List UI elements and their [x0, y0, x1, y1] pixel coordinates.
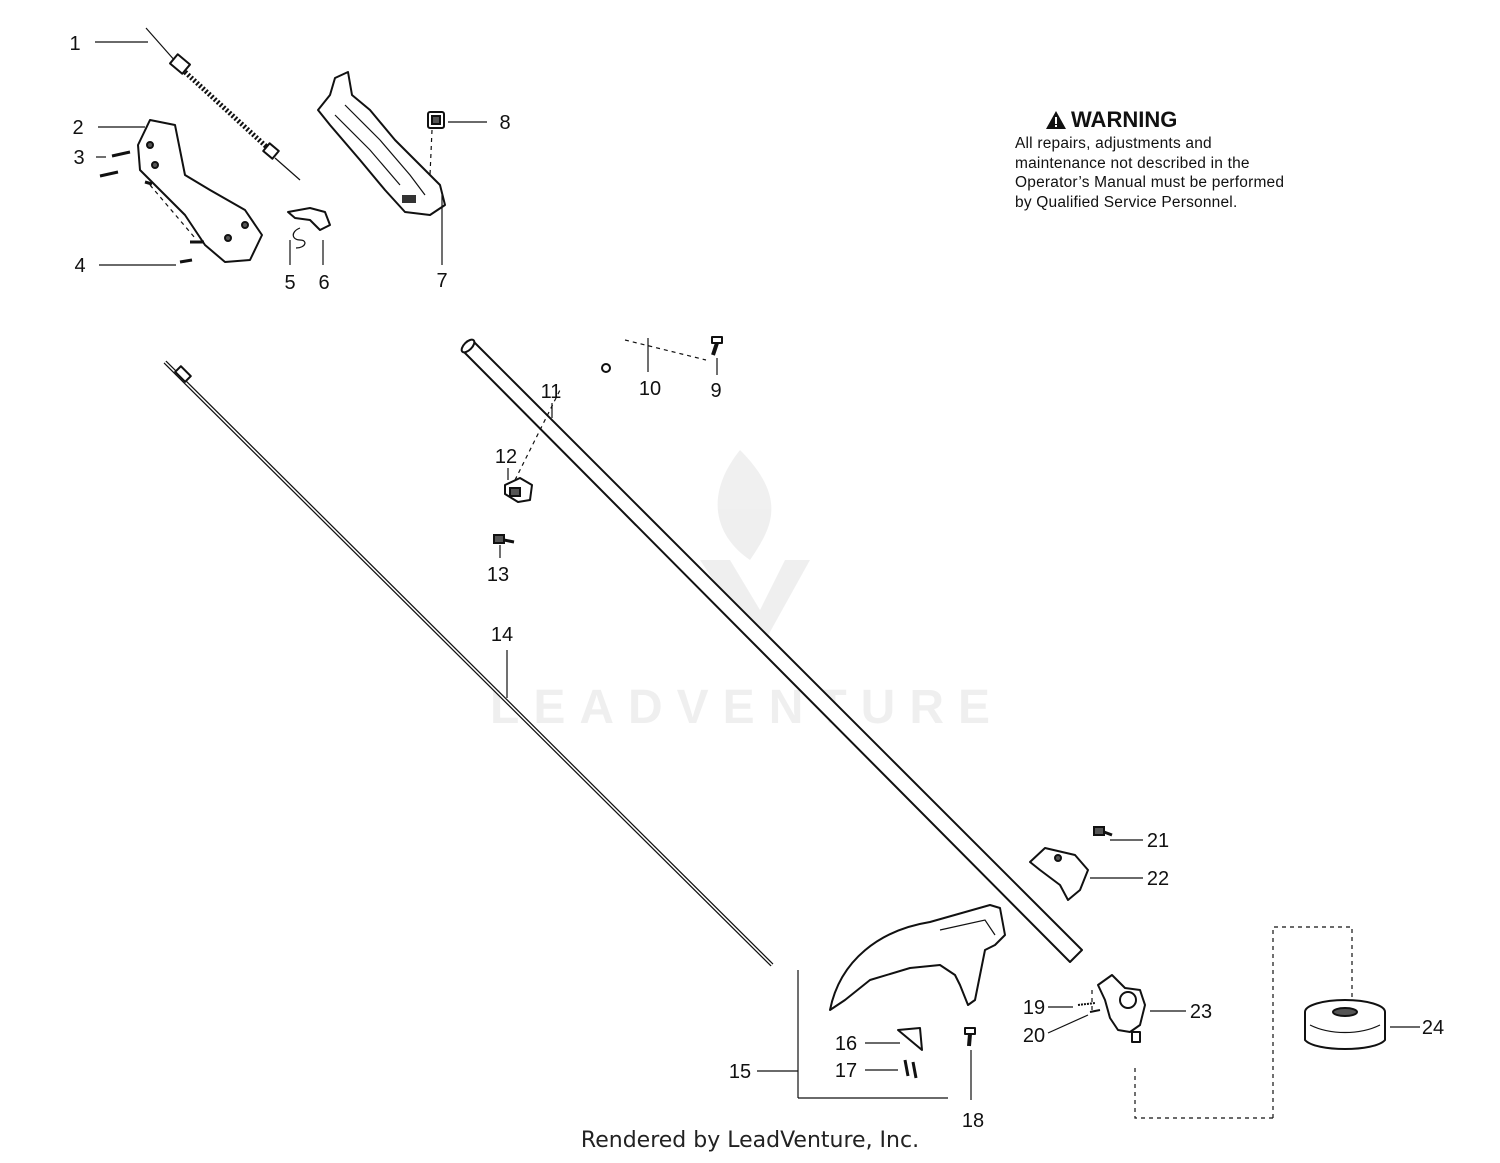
callout-10: 10 — [639, 378, 661, 400]
assembly-connector — [1134, 926, 1353, 1119]
callout-1: 1 — [69, 33, 80, 55]
part-24-trimmer-head — [1304, 999, 1386, 1050]
callout-14: 14 — [491, 624, 513, 646]
part-7-handle-half — [317, 71, 446, 216]
callout-9: 9 — [710, 380, 721, 402]
callout-20: 20 — [1023, 1025, 1045, 1047]
callout-21: 21 — [1147, 830, 1169, 852]
callout-3: 3 — [73, 147, 84, 169]
part-23-gear-head — [1097, 974, 1146, 1043]
part-3-screws — [99, 150, 153, 186]
part-5-spring — [292, 227, 306, 249]
watermark-logo — [700, 450, 810, 650]
part-8-stop-switch — [427, 111, 445, 129]
part-22-guard-bracket — [1029, 847, 1089, 901]
callout-18: 18 — [962, 1110, 984, 1132]
warning-text: All repairs, adjustments and maintenance… — [1015, 135, 1285, 211]
part-16-line-cutter — [897, 1027, 923, 1051]
callout-23: 23 — [1190, 1001, 1212, 1023]
callout-6: 6 — [318, 272, 329, 294]
warning-triangle-icon — [1046, 111, 1066, 129]
connector-lines — [429, 129, 1093, 1010]
watermark-text: LEADVENTURE — [490, 681, 1005, 734]
part-13-screw — [493, 534, 515, 544]
part-18-bolt — [964, 1027, 976, 1047]
part-19-screw — [1077, 1002, 1096, 1006]
part-17-screws — [903, 1059, 918, 1079]
callout-11: 11 — [541, 381, 562, 403]
callout-22: 22 — [1147, 868, 1169, 890]
callout-15: 15 — [729, 1061, 751, 1083]
callout-13: 13 — [487, 564, 509, 586]
part-11-shaft-tube — [460, 338, 1083, 963]
callout-2: 2 — [72, 117, 83, 139]
callout-5: 5 — [284, 272, 295, 294]
part-10-loop-handle — [565, 267, 707, 381]
part-2-handle-housing — [137, 119, 263, 263]
part-6-throttle-trigger — [287, 207, 331, 231]
part-12-clamp — [504, 389, 561, 503]
callout-16: 16 — [835, 1033, 857, 1055]
callout-7: 7 — [436, 270, 447, 292]
callout-19: 19 — [1023, 997, 1045, 1019]
callout-4: 4 — [74, 255, 85, 277]
part-21-screw — [1093, 826, 1113, 837]
callout-17: 17 — [835, 1060, 857, 1082]
callout-12: 12 — [495, 446, 517, 468]
part-14-drive-shaft — [163, 360, 774, 967]
footer-credit: Rendered by LeadVenture, Inc. — [580, 1128, 920, 1153]
callout-24: 24 — [1422, 1017, 1444, 1039]
part-4-screws — [149, 184, 204, 264]
leader-lines — [95, 41, 1420, 1100]
part-1-throttle-cable — [145, 27, 301, 181]
part-15-guard — [797, 904, 1006, 1099]
callout-8: 8 — [499, 112, 510, 134]
part-9-bolt — [711, 336, 723, 356]
part-20-screw — [1089, 1009, 1101, 1013]
warning-box: WARNING All repairs, adjustments and mai… — [1015, 108, 1285, 212]
warning-title: WARNING — [1071, 107, 1178, 132]
